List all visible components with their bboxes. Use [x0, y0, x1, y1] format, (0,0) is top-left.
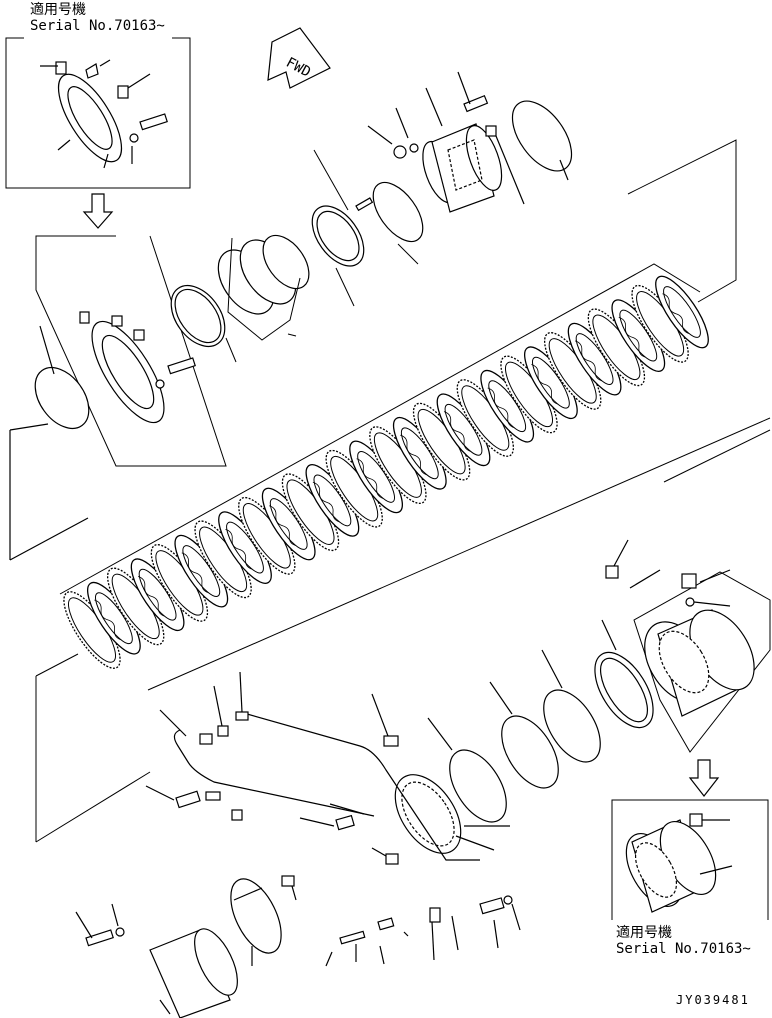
brake-piston-group: [9, 235, 227, 561]
inset-top-left-frame: [5, 37, 191, 189]
inset-bottom-right-frame: [611, 799, 769, 920]
figure-code: JY039481: [676, 993, 750, 1007]
arrow-down-right-icon: [688, 759, 720, 797]
inset-top-left-drawing: [40, 59, 168, 169]
upper-component-group: [170, 181, 424, 347]
inset-bottom-right-drawing: [625, 813, 733, 913]
arrow-down-icon: [82, 193, 114, 229]
clutch-drum: [427, 539, 771, 823]
upper-leader-lines: [225, 149, 419, 363]
fwd-arrow-icon: FWD: [267, 27, 331, 89]
clutch-plate-stack: [53, 268, 718, 677]
clutch-hub: [367, 71, 737, 303]
inset-bottom-serial-number: Serial No.70163~: [616, 941, 751, 957]
stack-bracket-lines: [35, 263, 771, 843]
inset-top-serial-heading: 適用号機: [30, 2, 86, 18]
inset-bottom-serial-heading: 適用号機: [616, 925, 672, 941]
bottom-assembly: [75, 671, 521, 1018]
inset-top-serial-number: Serial No.70163~: [30, 18, 165, 34]
